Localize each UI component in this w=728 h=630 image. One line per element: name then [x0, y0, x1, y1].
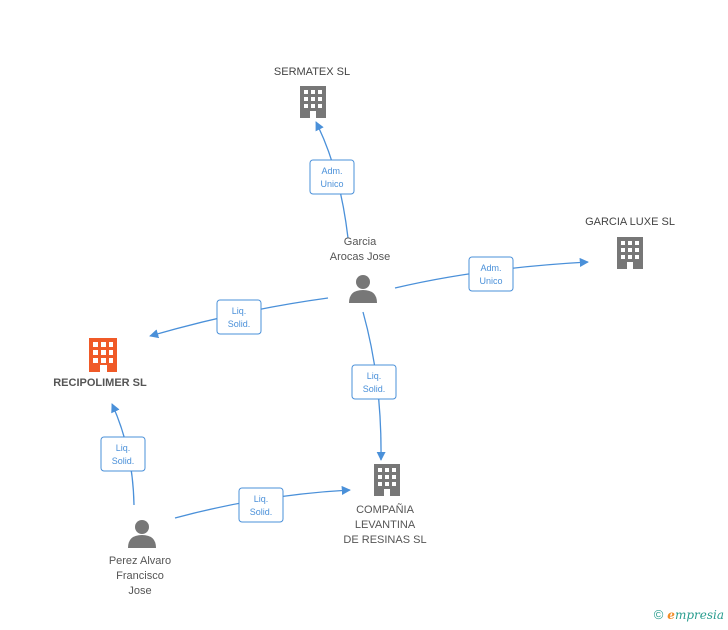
edge-label-e6: Liq. Solid. — [238, 487, 284, 523]
brand-logo-e: e — [667, 607, 675, 622]
perez-line-2: Francisco — [116, 570, 164, 582]
footer-brand: © empresia — [654, 607, 724, 622]
edge-label-e2: Adm. Unico — [468, 256, 514, 292]
perez-line-1: Perez Alvaro — [108, 555, 172, 567]
node-label-recipolimer[interactable]: RECIPOLIMER SL — [53, 377, 147, 389]
building-icon-garcia-luxe[interactable] — [617, 237, 643, 269]
edge-label-e5: Liq. Solid. — [100, 436, 146, 472]
svg-text:Liq.: Liq. — [254, 494, 269, 504]
svg-text:Adm.: Adm. — [321, 166, 342, 176]
svg-text:Solid.: Solid. — [250, 507, 273, 517]
node-label-compania[interactable]: COMPAÑIA LEVANTINA DE RESINAS SL — [325, 503, 445, 548]
brand-logo: empresia — [667, 608, 724, 622]
edge-label-e1: Adm. Unico — [309, 159, 355, 195]
node-label-perez-person[interactable]: Perez Alvaro Francisco Jose — [90, 554, 190, 599]
garcia-line-2: Arocas Jose — [329, 251, 391, 263]
person-icon-perez[interactable] — [128, 520, 156, 548]
svg-text:Solid.: Solid. — [112, 456, 135, 466]
node-label-garcia-person[interactable]: Garcia Arocas Jose — [310, 235, 410, 265]
svg-text:Unico: Unico — [320, 179, 343, 189]
svg-text:Solid.: Solid. — [228, 319, 251, 329]
building-icon-compania[interactable] — [374, 464, 400, 496]
brand-logo-rest: mpresia — [674, 607, 724, 622]
person-icon-garcia[interactable] — [349, 275, 377, 303]
svg-text:Solid.: Solid. — [363, 384, 386, 394]
svg-text:Liq.: Liq. — [232, 306, 247, 316]
edge-label-e3: Liq. Solid. — [216, 299, 262, 335]
compania-line-1: COMPAÑIA — [356, 504, 414, 516]
building-icon-recipolimer[interactable] — [89, 338, 117, 372]
node-label-garcia-luxe[interactable]: GARCIA LUXE SL — [585, 216, 675, 228]
copyright-icon: © — [653, 607, 664, 622]
edge-label-e4: Liq. Solid. — [351, 364, 397, 400]
compania-line-2: LEVANTINA — [354, 519, 416, 531]
svg-text:Unico: Unico — [479, 276, 502, 286]
compania-line-3: DE RESINAS SL — [343, 534, 427, 546]
garcia-line-1: Garcia — [343, 236, 377, 248]
node-label-sermatex[interactable]: SERMATEX SL — [273, 66, 351, 78]
svg-text:Liq.: Liq. — [116, 443, 131, 453]
building-icon-sermatex[interactable] — [300, 86, 326, 118]
svg-text:Liq.: Liq. — [367, 371, 382, 381]
svg-text:Adm.: Adm. — [480, 263, 501, 273]
perez-line-3: Jose — [128, 585, 152, 597]
